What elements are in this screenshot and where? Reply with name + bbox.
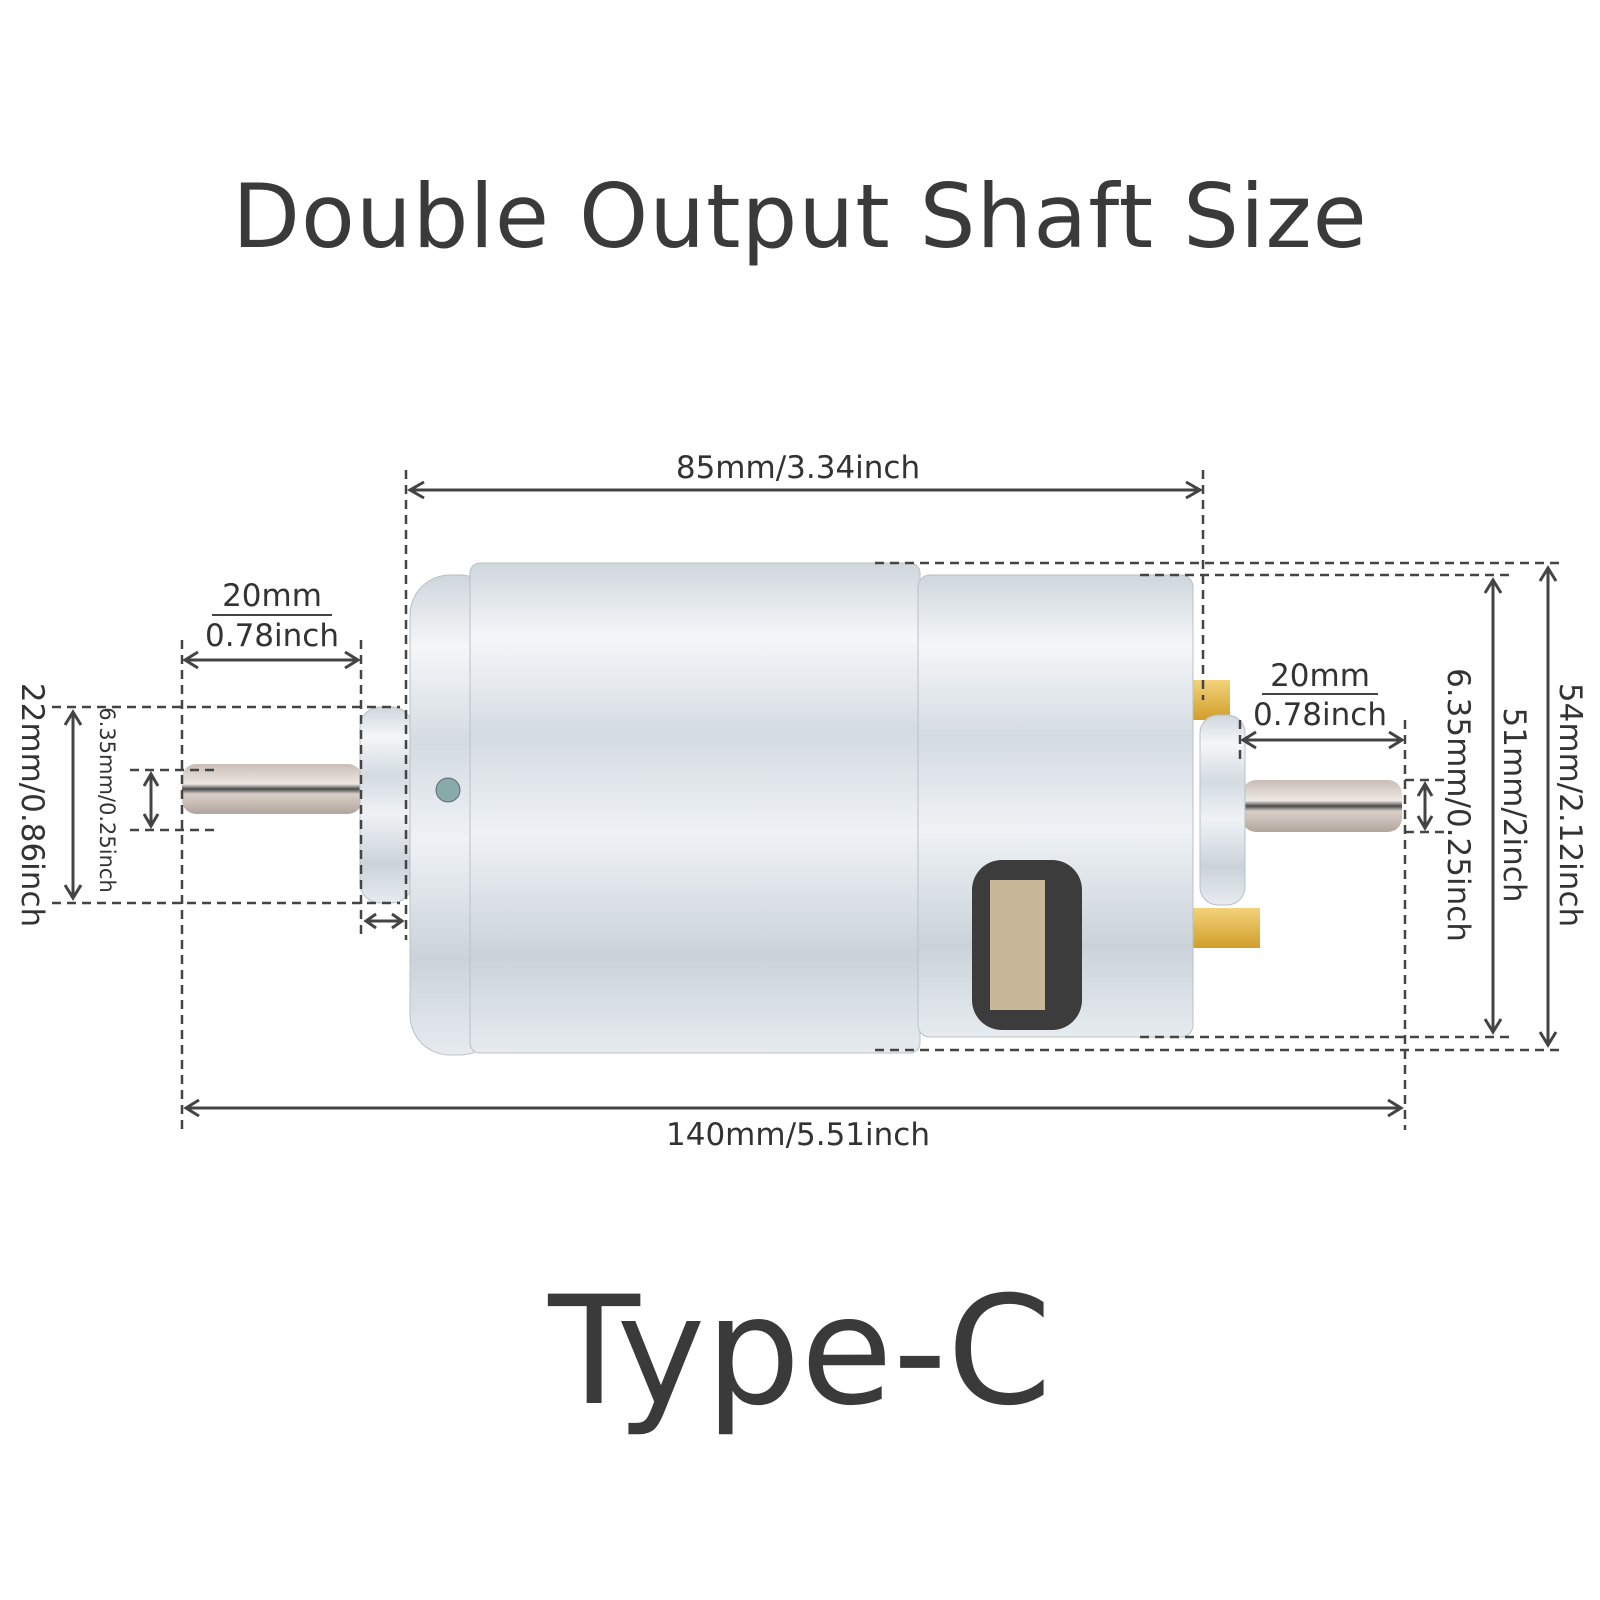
total-length-label: 140mm/5.51inch — [666, 1117, 930, 1153]
right-shaft — [1242, 780, 1402, 832]
left-boss — [359, 706, 413, 904]
right-shaft-length-mm: 20mm — [1270, 658, 1370, 694]
motor-illustration — [182, 562, 1402, 1056]
type-label: Type-C — [548, 1265, 1052, 1439]
body-length-label: 85mm/3.34inch — [676, 450, 920, 486]
page-title: Double Output Shaft Size — [232, 165, 1368, 268]
terminal-bottom — [1190, 908, 1260, 948]
left-shaft-length-mm: 20mm — [222, 578, 322, 614]
right-shaft-diameter-label: 6.35mm/0.25inch — [1440, 668, 1476, 942]
left-shaft-length-inch: 0.78inch — [205, 618, 339, 654]
left-shaft — [182, 764, 362, 814]
left-shaft-diameter-label: 6.35mm/0.25inch — [95, 707, 119, 893]
motor-can — [469, 562, 921, 1054]
right-boss — [1199, 714, 1246, 906]
body-diameter-label: 51mm/2inch — [1496, 708, 1532, 903]
dimension-lines — [52, 470, 1565, 1130]
left-boss-diameter-label: 22mm/0.86inch — [14, 683, 50, 927]
overall-height-label: 54mm/2.12inch — [1552, 683, 1588, 927]
right-shaft-length-inch: 0.78inch — [1253, 697, 1387, 733]
